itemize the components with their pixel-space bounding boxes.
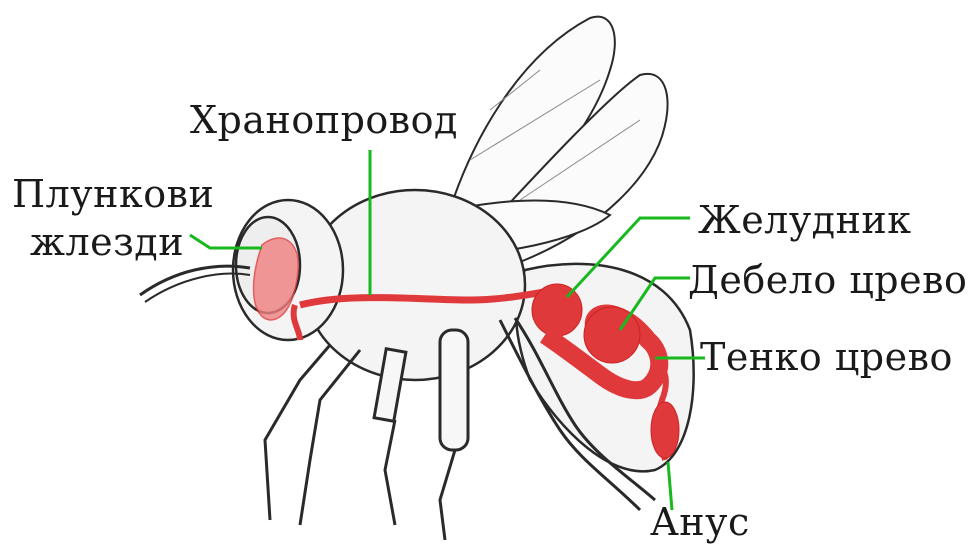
label-stomach: Желудник xyxy=(698,198,911,242)
label-large-intestine: Дебело црево xyxy=(688,258,967,302)
label-anus: Анус xyxy=(650,500,750,544)
label-small-intestine: Тенко црево xyxy=(700,335,953,379)
label-salivary-line2: жлезди xyxy=(30,220,184,264)
label-esophagus: Хранопровод xyxy=(190,98,458,142)
label-salivary-line1: Плункови xyxy=(12,172,214,216)
